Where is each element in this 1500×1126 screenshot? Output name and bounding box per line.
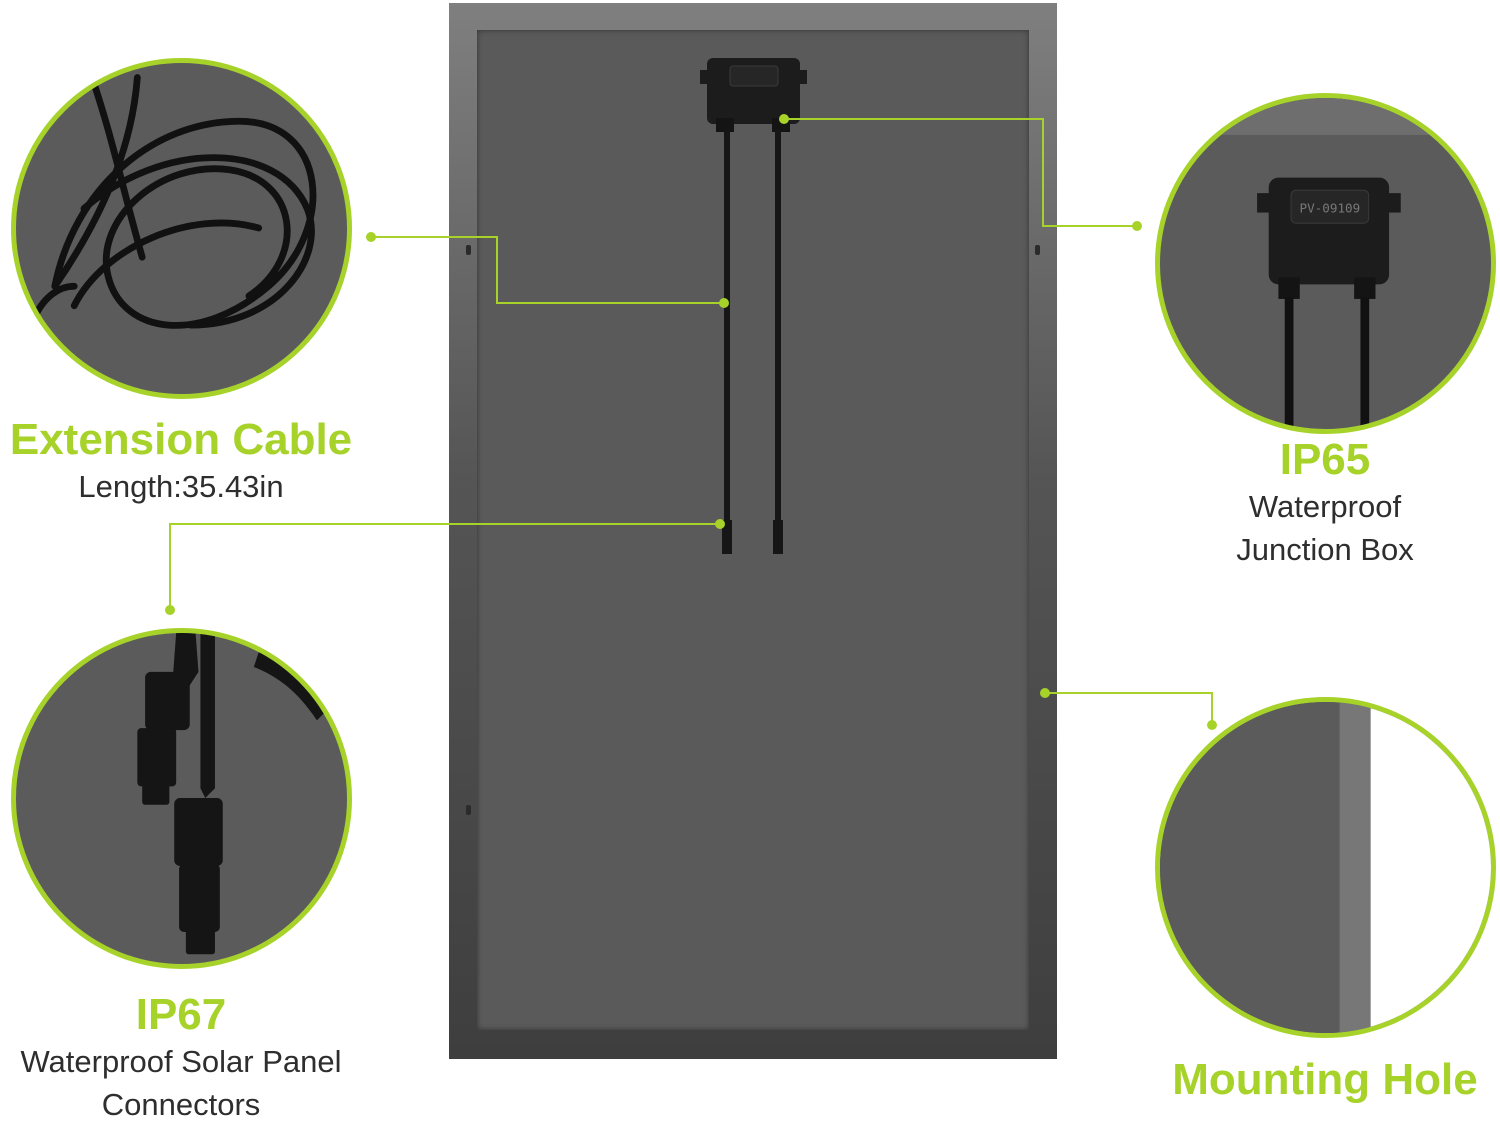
connectors-title: IP67	[135, 990, 227, 1039]
mounting-hole-right-top	[1035, 245, 1040, 255]
mounting-hole-title: Mounting Hole	[1172, 1055, 1478, 1104]
junction-box-title: IP65	[1279, 435, 1371, 484]
connectors-label: IP67 Waterproof Solar Panel Connectors	[0, 990, 362, 1126]
extension-cable-zoom	[11, 58, 352, 399]
frame-edge-closeup	[1160, 702, 1491, 1033]
panel-cables	[722, 130, 783, 554]
connectors-zoom	[11, 628, 352, 969]
connector-closeup	[137, 633, 327, 955]
connectors-detail-line2: Connectors	[101, 1087, 261, 1122]
junction-box-icon	[700, 58, 807, 132]
mounting-hole-label: Mounting Hole	[1150, 1055, 1500, 1105]
junction-box-detail-line1: Waterproof	[1248, 489, 1402, 524]
junction-box-label: IP65 Waterproof Junction Box	[1150, 435, 1500, 571]
junction-box-detail-line2: Junction Box	[1236, 532, 1414, 567]
coiled-cable-icon	[32, 74, 317, 329]
extension-cable-title: Extension Cable	[9, 415, 353, 464]
junction-box-zoom: PV-09109	[1155, 93, 1496, 434]
extension-cable-label: Extension Cable Length:35.43in	[0, 415, 362, 508]
extension-cable-length: Length:35.43in	[78, 469, 284, 504]
mounting-hole-left-bottom	[466, 805, 471, 815]
junction-box-marking: PV-09109	[1300, 201, 1361, 216]
mounting-hole-zoom	[1155, 697, 1496, 1038]
junction-box-closeup: PV-09109	[1160, 98, 1491, 429]
connectors-detail-line1: Waterproof Solar Panel	[20, 1044, 342, 1079]
